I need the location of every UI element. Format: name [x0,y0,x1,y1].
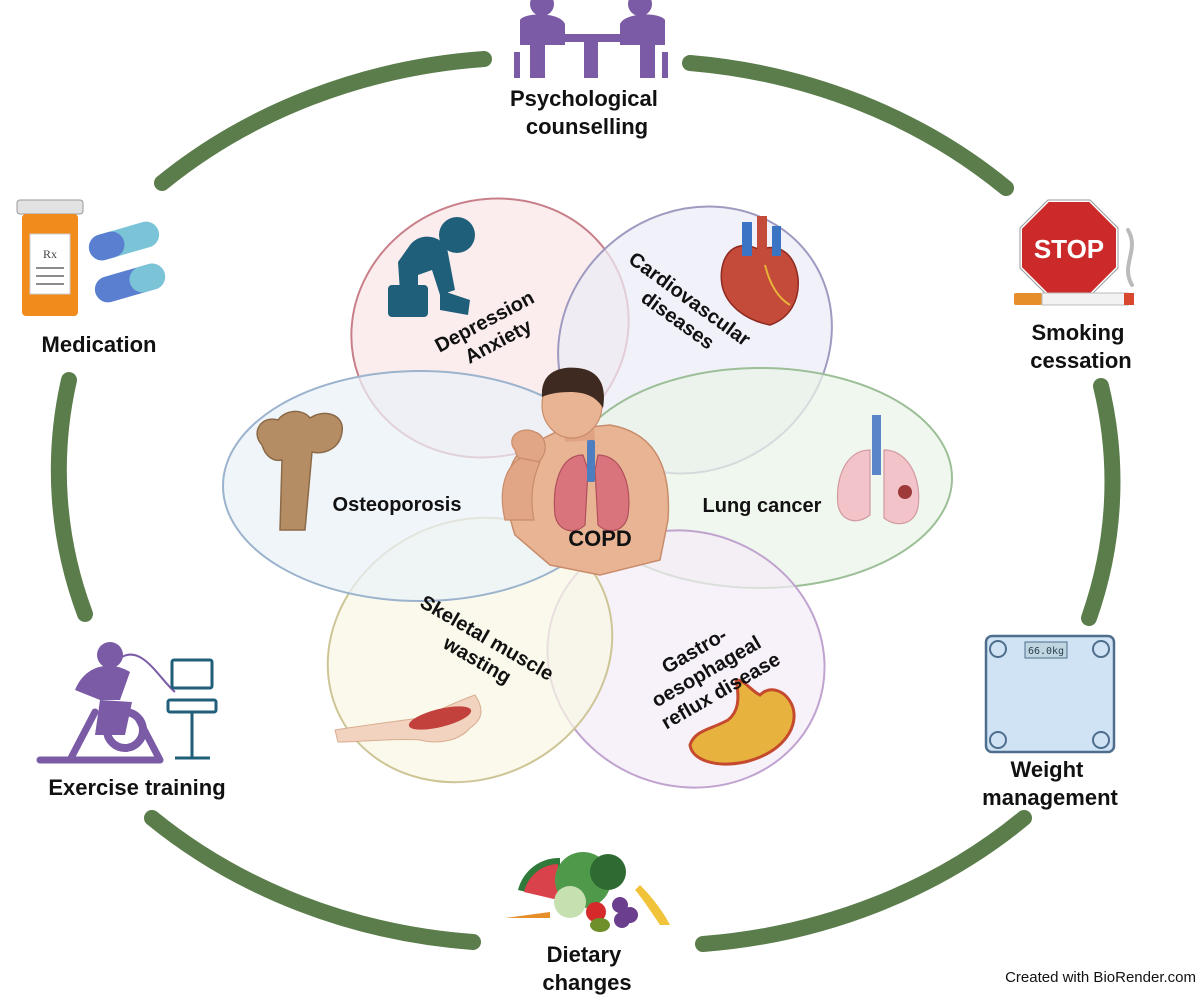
counselling-icon [514,0,668,78]
label-smoking-cessation: Smoking cessation [1030,320,1132,373]
ring-arc-top-left [154,51,492,191]
ring-arc-right [1081,378,1121,626]
scale-icon: 66.0kg [984,634,1116,754]
depressed-person-icon [388,217,475,317]
arm-icon [501,457,541,521]
left-lung-icon [553,454,589,532]
rx-label: Rx [43,247,57,261]
capsule-icons [88,221,166,303]
food-icon [505,852,670,932]
intervention-ring [50,51,1121,952]
label-weight-management: Weight management [982,757,1118,810]
center-label: COPD [568,526,632,551]
label-medication: Medication [42,332,157,357]
arm-muscle-icon [334,694,482,743]
label-psychological-counselling: Psychological counselling [510,86,664,139]
scale-display [1024,641,1068,659]
bone-icon [256,410,343,531]
right-lung-icon [594,454,630,532]
ring-arc-left [50,372,93,622]
label-osteoporosis: Osteoporosis [333,494,462,516]
stomach-icon [688,678,796,766]
scale-readout: 66.0kg [1028,646,1064,657]
ring-arc-top-right [682,55,1014,196]
hair-icon [541,367,604,408]
tumor-icon [898,485,912,499]
smoke-icon [1126,228,1134,287]
label-exercise-training: Exercise training [48,775,225,800]
biorender-credit: Created with BioRender.com [1005,969,1196,986]
copd-patient-figure: COPD [501,367,670,576]
stop-sign-icon: STOP [1018,198,1120,298]
cigarette-icon [1014,228,1134,306]
exercise-bike-icon [36,642,176,764]
monitor-icon [166,658,218,760]
pill-bottle-icon: Rx [16,199,84,316]
trachea-icon [587,440,595,482]
stop-sign-text: STOP [1034,234,1104,264]
heart-icon [720,216,799,326]
label-lung-cancer: Lung cancer [703,495,822,517]
ring-arc-bottom-right [695,810,1032,952]
lungs-icon [836,415,920,525]
ring-arc-bottom-left [144,810,481,950]
label-dietary-changes: Dietary changes [542,942,631,995]
